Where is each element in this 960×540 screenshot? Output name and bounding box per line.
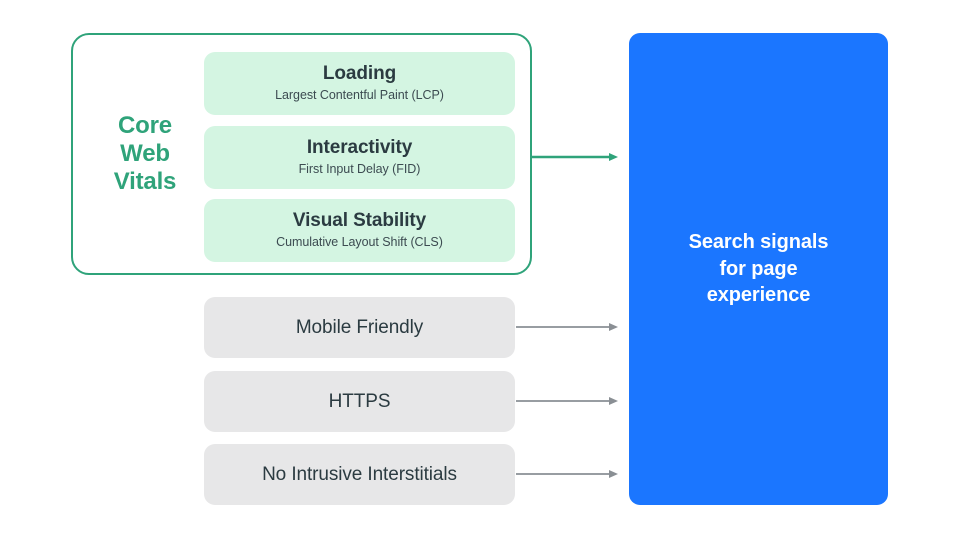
signal-box-no-intrusive-interstitials[interactable]: No Intrusive Interstitials xyxy=(204,444,515,505)
metric-subtitle: Largest Contentful Paint (LCP) xyxy=(275,87,444,102)
signal-label: HTTPS xyxy=(328,390,391,412)
signal-box-mobile-friendly[interactable]: Mobile Friendly xyxy=(204,297,515,358)
metric-subtitle: Cumulative Layout Shift (CLS) xyxy=(276,234,443,249)
core-web-vitals-group xyxy=(71,33,532,275)
signal-label: Mobile Friendly xyxy=(295,316,424,338)
search-signals-label-line-1: Search signals xyxy=(688,231,829,254)
search-signals-label-line-2: for page xyxy=(719,257,798,280)
search-signals-label: Search signals for page experience xyxy=(673,229,845,308)
metric-title: Visual Stability xyxy=(292,210,427,232)
core-web-vitals-label-line-3: Vitals xyxy=(113,167,177,195)
core-web-vitals-label-line-2: Web xyxy=(120,139,170,167)
search-signals-label-line-3: experience xyxy=(706,284,811,307)
metric-title: Interactivity xyxy=(306,137,413,159)
core-web-vitals-label: Core Web Vitals xyxy=(96,112,194,195)
metric-card-loading[interactable]: Loading Largest Contentful Paint (LCP) xyxy=(204,52,515,115)
metric-subtitle: First Input Delay (FID) xyxy=(298,161,421,176)
signal-label: No Intrusive Interstitials xyxy=(262,463,457,485)
signal-box-https[interactable]: HTTPS xyxy=(204,371,515,432)
metric-title: Loading xyxy=(322,63,397,85)
search-signals-box[interactable]: Search signals for page experience xyxy=(629,33,888,505)
core-web-vitals-label-line-1: Core xyxy=(118,112,172,139)
metric-card-visual-stability[interactable]: Visual Stability Cumulative Layout Shift… xyxy=(204,199,515,262)
metric-card-interactivity[interactable]: Interactivity First Input Delay (FID) xyxy=(204,126,515,189)
